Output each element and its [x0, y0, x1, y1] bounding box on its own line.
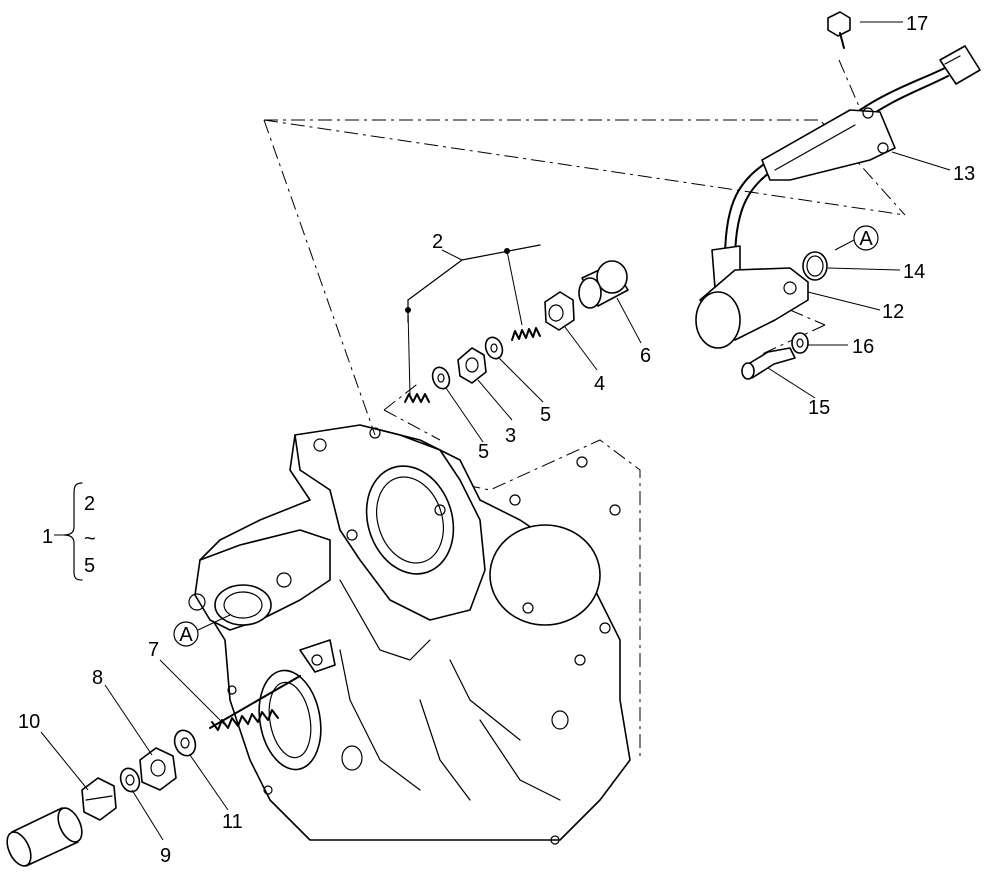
ref-a-block: A — [173, 614, 231, 647]
washer-5-left — [431, 366, 451, 390]
label-16: 16 — [852, 336, 874, 358]
bolt-15 — [741, 347, 796, 380]
label-5-left: 5 — [478, 441, 489, 463]
cap-nut-10 — [81, 777, 117, 821]
ref-a-solenoid: A — [834, 225, 879, 251]
spring-right — [511, 327, 541, 341]
spring-small — [404, 393, 430, 403]
label-6: 6 — [640, 345, 651, 367]
label-2: 2 — [432, 231, 443, 253]
washer-16 — [791, 332, 809, 354]
label-8: 8 — [92, 667, 103, 689]
label-11: 11 — [222, 811, 243, 833]
washer-11 — [173, 729, 197, 757]
brace-bottom: 5 — [84, 555, 95, 577]
bushing-6 — [578, 260, 629, 309]
part-labels: 1 2 ~ 5 2 3 4 5 5 6 7 8 9 10 11 12 13 14… — [18, 13, 975, 867]
brace-1 — [54, 482, 83, 581]
label-4: 4 — [594, 373, 605, 395]
engine-block — [188, 424, 641, 845]
label-14: 14 — [903, 261, 925, 283]
leader-lines — [40, 21, 951, 841]
label-17: 17 — [906, 13, 928, 35]
sleeve — [6, 807, 83, 867]
nut-3 — [457, 347, 487, 384]
label-13: 13 — [953, 163, 975, 185]
brace-tilde: ~ — [84, 528, 96, 550]
stud-7 — [209, 675, 301, 731]
label-3: 3 — [505, 425, 516, 447]
washer-9 — [119, 767, 141, 793]
nut-8 — [139, 747, 177, 791]
nut-4 — [544, 291, 575, 331]
svg-text:A: A — [859, 228, 873, 250]
assembly-lines — [263, 59, 906, 441]
washer-5-right — [484, 336, 504, 360]
label-7: 7 — [148, 639, 159, 661]
assembly-2-bracket — [405, 244, 541, 396]
svg-text:A: A — [179, 624, 193, 646]
label-9: 9 — [160, 845, 171, 867]
label-1: 1 — [42, 526, 53, 548]
bolt-17 — [827, 11, 851, 49]
solenoid-12 — [695, 267, 809, 349]
label-15: 15 — [808, 397, 830, 419]
brace-top: 2 — [84, 493, 95, 515]
label-5-right: 5 — [540, 404, 551, 426]
label-10: 10 — [18, 711, 40, 733]
label-12: 12 — [882, 301, 904, 323]
o-ring-14 — [802, 251, 828, 281]
bracket-13 — [761, 107, 896, 181]
